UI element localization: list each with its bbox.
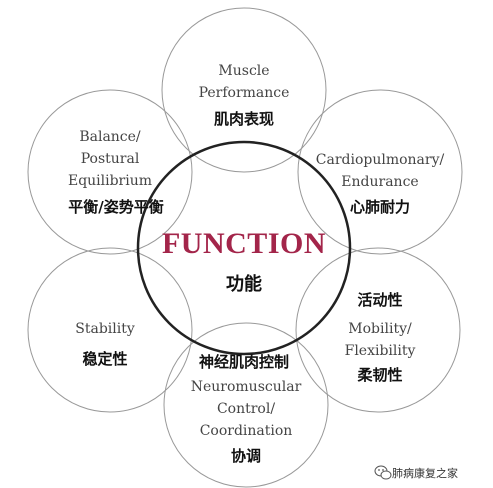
cardio-line2: Endurance [341, 174, 418, 190]
mobility-cn2: 柔韧性 [357, 366, 402, 384]
mobility-line2: Flexibility [345, 343, 416, 359]
neuro-line2: Control/ [217, 401, 275, 417]
circle-muscle-performance [161, 7, 327, 173]
function-cn: 功能 [226, 273, 262, 295]
circle-cardiopulmonary [297, 89, 463, 255]
neuro-line1: Neuromuscular [191, 379, 302, 395]
neuro-cn: 神经肌肉控制 [199, 353, 289, 371]
wechat-icon [374, 465, 392, 480]
circle-neuromuscular [163, 322, 329, 488]
circle-function-center [136, 140, 352, 356]
circle-balance [27, 89, 193, 255]
circle-mobility [295, 247, 461, 413]
stability-cn: 稳定性 [82, 350, 127, 368]
cardio-line1: Cardiopulmonary/ [316, 152, 445, 168]
function-title: FUNCTION [162, 227, 326, 260]
stability-line1: Stability [75, 321, 135, 337]
circle-stability [27, 247, 193, 413]
balance-line1: Balance/ [79, 129, 141, 145]
watermark-text: 肺病康复之家 [392, 466, 458, 480]
cardio-cn: 心肺耐力 [350, 198, 410, 216]
neuro-cn2: 协调 [231, 447, 261, 465]
neuro-line3: Coordination [200, 423, 293, 439]
mobility-line1: Mobility/ [348, 321, 412, 337]
muscle-cn: 肌肉表现 [214, 110, 274, 128]
balance-cn: 平衡/姿势平衡 [68, 198, 163, 216]
balance-line3: Equilibrium [68, 173, 152, 189]
mobility-cn: 活动性 [357, 291, 402, 309]
muscle-line1: Muscle [218, 63, 269, 79]
watermark: 肺病康复之家 [374, 465, 458, 480]
muscle-line2: Performance [199, 85, 290, 101]
balance-line2: Postural [81, 151, 140, 167]
